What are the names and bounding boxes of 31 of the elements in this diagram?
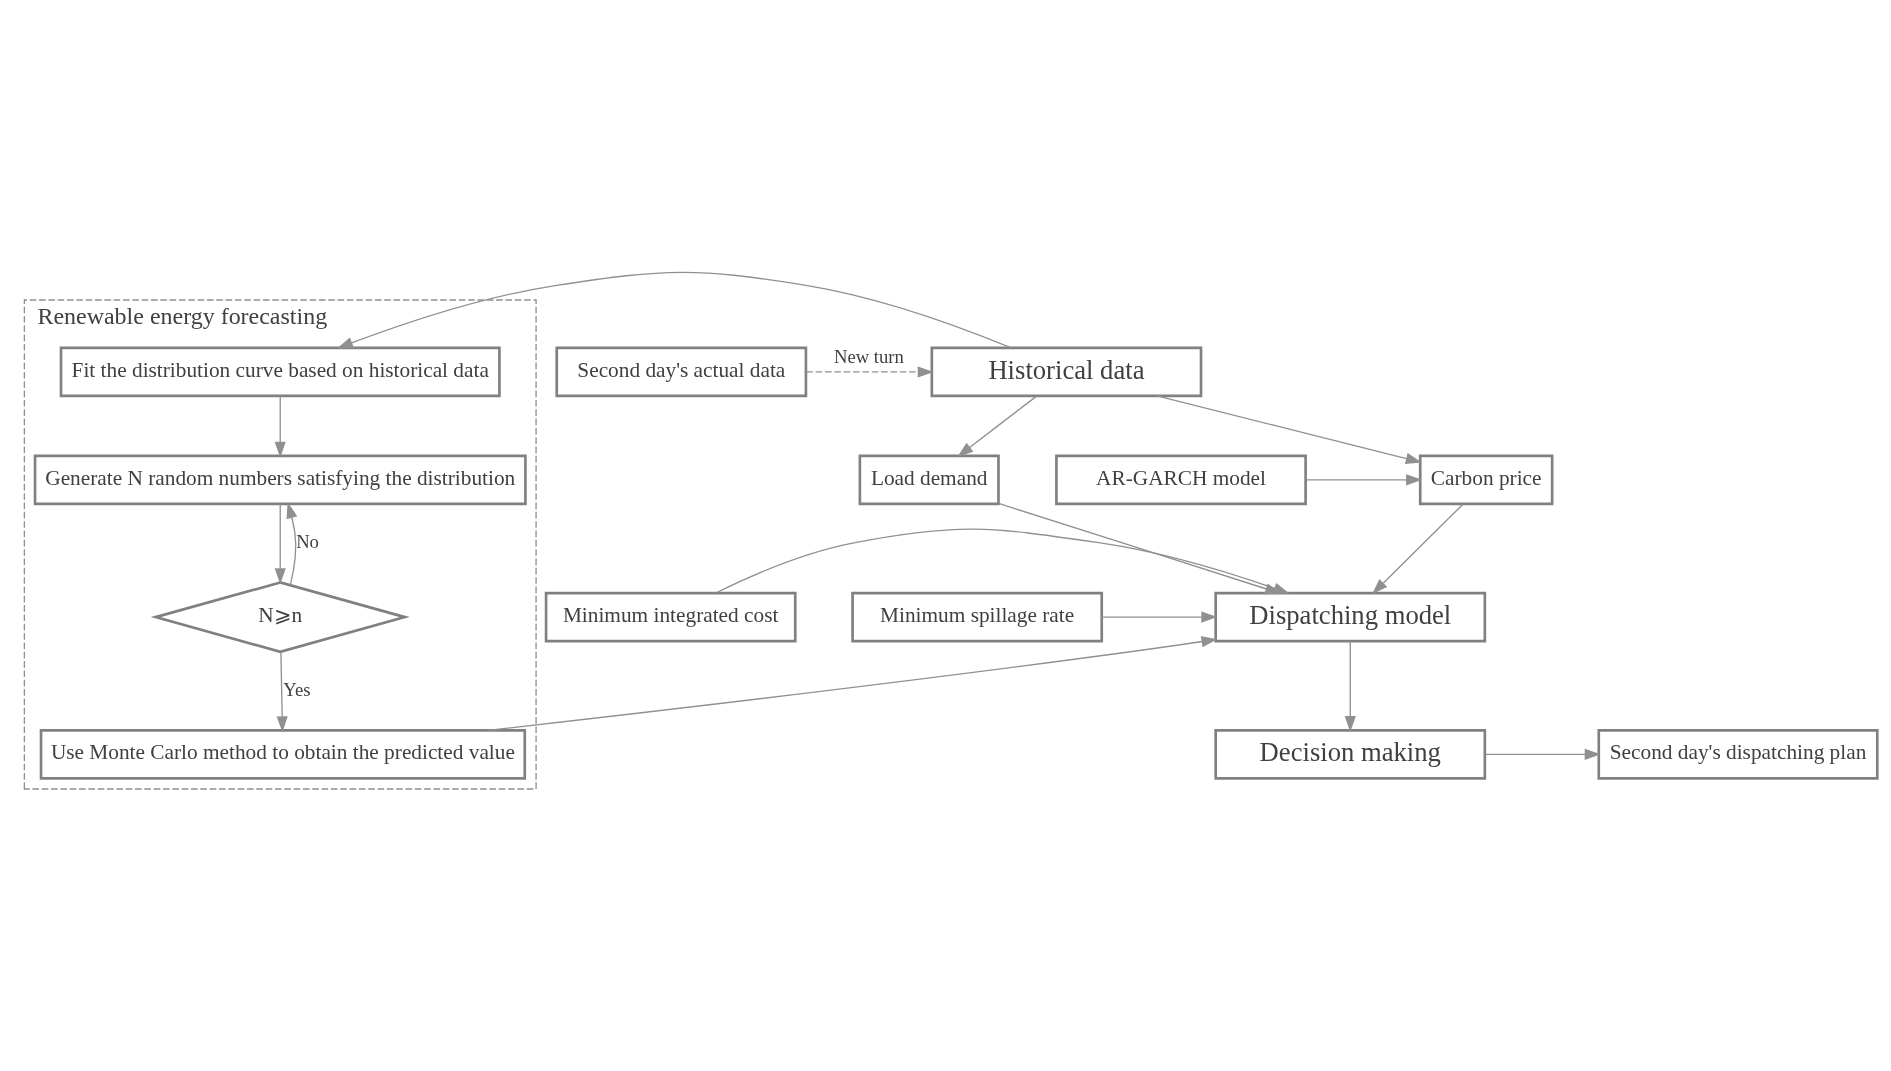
node-box: Use Monte Carlo method to obtain the predicted value: [39, 728, 527, 780]
node-box: Carbon price: [1418, 454, 1554, 505]
arrow: [336, 271, 1012, 349]
arrow: [805, 365, 934, 378]
node-box: Load demand: [858, 454, 1000, 505]
arrow: [274, 394, 286, 458]
arrow: [957, 394, 1038, 457]
node-box: Dispatching model: [1214, 591, 1487, 642]
arrow: [487, 635, 1218, 731]
node-box: Decision making: [1214, 728, 1487, 780]
node-box: Historical data: [930, 346, 1203, 397]
arrow: [286, 501, 298, 586]
node-box: Fit the distribution curve based on historical data: [59, 346, 501, 397]
arrow: [276, 650, 288, 732]
arrow: [1484, 748, 1601, 760]
node-box: AR-GARCH model: [1055, 454, 1307, 505]
node-box: Second day's dispatching plan: [1597, 728, 1879, 780]
arrow: [274, 502, 286, 584]
edge-label: New turn: [833, 345, 904, 367]
arrow: [1344, 640, 1356, 732]
arrow: [1101, 611, 1218, 623]
arrow: [1156, 394, 1422, 464]
edge-label: No: [296, 530, 319, 552]
arrow: [1305, 473, 1423, 485]
node-box: Minimum spillage rate: [851, 591, 1104, 642]
node-box: Minimum integrated cost: [544, 591, 797, 642]
edge-label: Yes: [283, 678, 311, 700]
node-box: Generate N random numbers satisfying the distribution: [33, 454, 527, 505]
arrow: [1372, 502, 1464, 594]
node-box: Second day's actual data: [555, 346, 808, 397]
node-diamond: N⩾n: [150, 580, 410, 653]
